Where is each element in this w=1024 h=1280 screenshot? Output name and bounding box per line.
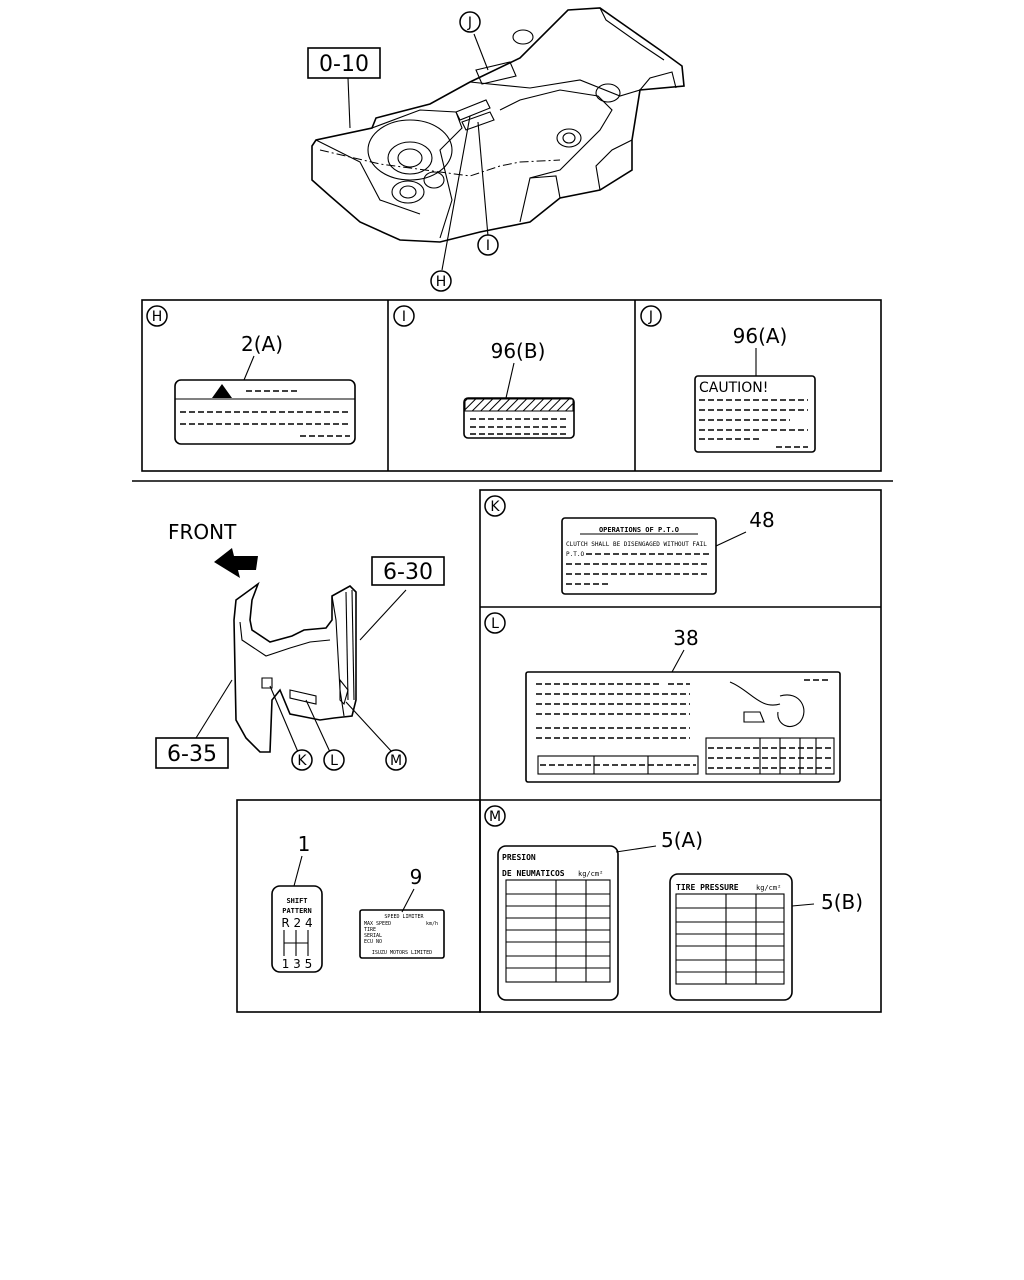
panel-i-part-number: 96(B) [491,339,546,363]
svg-text:M: M [390,753,402,769]
svg-text:J: J [467,15,472,31]
panel-j-part-number: 96(A) [733,324,788,348]
panel-h: H 2(A) [146,305,356,445]
panel-m-part-b: 5(B) [821,890,863,914]
callout-bracket-left: 6-35 [155,737,229,769]
speed-part-number: 9 [410,865,423,889]
frame-part-number: 0-10 [319,52,369,77]
panel-j: J 96(A) CAUTION! [640,305,816,453]
label-patch-j [475,61,517,85]
marker-k: K [291,749,313,771]
shift-title-1: SHIFT [286,897,307,905]
panel-k-marker: K [490,499,500,515]
panel-m-part-b-heading: TIRE PRESSURE [676,883,739,892]
panel-shift-speed: 1 SHIFT PATTERN R 2 4 1 3 5 9 SPEED LIMI… [271,832,445,973]
panel-k-part-number: 48 [749,508,774,532]
panel-l-marker: L [491,616,499,632]
warning-triangle-icon [212,384,232,398]
panel-grid-klm [236,489,882,1013]
label-patch-m [339,678,349,706]
label-patch-k [261,677,273,689]
panel-l: L 38 [484,612,841,783]
speed-line-5: ECU NO [364,939,382,945]
marker-h: H [430,270,452,292]
label-patch-l [289,689,317,705]
panel-m: M 5(A) PRESION DE NEUMATICOS kg/cm² 5(B)… [484,805,863,1001]
svg-text:6-35: 6-35 [167,742,217,767]
shift-gate-icon [283,930,309,956]
frame-assembly-drawing [311,7,685,271]
marker-j: J [459,11,481,33]
panel-row-hij [141,299,882,472]
panel-h-marker: H [152,309,163,325]
panel-k-label-title: OPERATIONS OF P.T.O [599,526,679,534]
speed-unit: km/h [426,921,438,927]
panel-m-part-b-unit: kg/cm² [756,884,781,892]
label-patch-i [461,111,495,131]
svg-text:H: H [436,274,447,290]
svg-text:K: K [297,753,307,769]
panel-i: I 96(B) [393,305,575,439]
panel-m-part-a: 5(A) [661,828,703,852]
front-arrow-icon [214,548,258,578]
speed-footer: ISUZU MOTORS LIMITED [372,950,432,956]
cable-diagram-icon [729,681,805,727]
speed-line-3: TIRE [364,927,376,933]
shift-top-gears: R 2 4 [281,916,312,930]
speed-line-4: SERIAL [364,933,382,939]
shift-part-number: 1 [298,832,311,856]
svg-text:L: L [330,753,338,769]
callout-frame-part: 0-10 [307,47,381,79]
front-direction-label: FRONT [168,520,237,544]
panel-j-label-heading: CAUTION! [699,380,768,396]
label-patch-h [455,99,491,121]
svg-text:6-30: 6-30 [383,560,433,585]
panel-i-marker: I [402,309,406,325]
panel-k-line-1: CLUTCH SHALL BE DISENGAGED WITHOUT FAIL [566,541,707,548]
panel-m-part-a-heading-2: DE NEUMATICOS [502,869,565,878]
svg-text:I: I [486,238,490,254]
marker-i: I [477,234,499,256]
callout-bracket-right: 6-30 [371,556,445,586]
shift-title-2: PATTERN [282,907,312,915]
panel-k: K 48 OPERATIONS OF P.T.O CLUTCH SHALL BE… [484,495,775,595]
panel-m-part-a-unit: kg/cm² [578,870,603,878]
panel-m-marker: M [489,809,501,825]
speed-line-1: SPEED LIMITER [384,914,424,920]
panel-l-part-number: 38 [673,626,698,650]
panel-j-marker: J [648,309,653,325]
panel-m-part-a-heading-1: PRESION [502,853,536,862]
shift-bottom-gears: 1 3 5 [282,957,313,971]
speed-line-2: MAX SPEED [364,921,391,927]
marker-l: L [323,749,345,771]
panel-h-part-number: 2(A) [241,332,283,356]
bracket-drawing: FRONT [168,520,407,753]
panel-k-line-2: P.T.O [566,551,584,558]
marker-m: M [385,749,407,771]
